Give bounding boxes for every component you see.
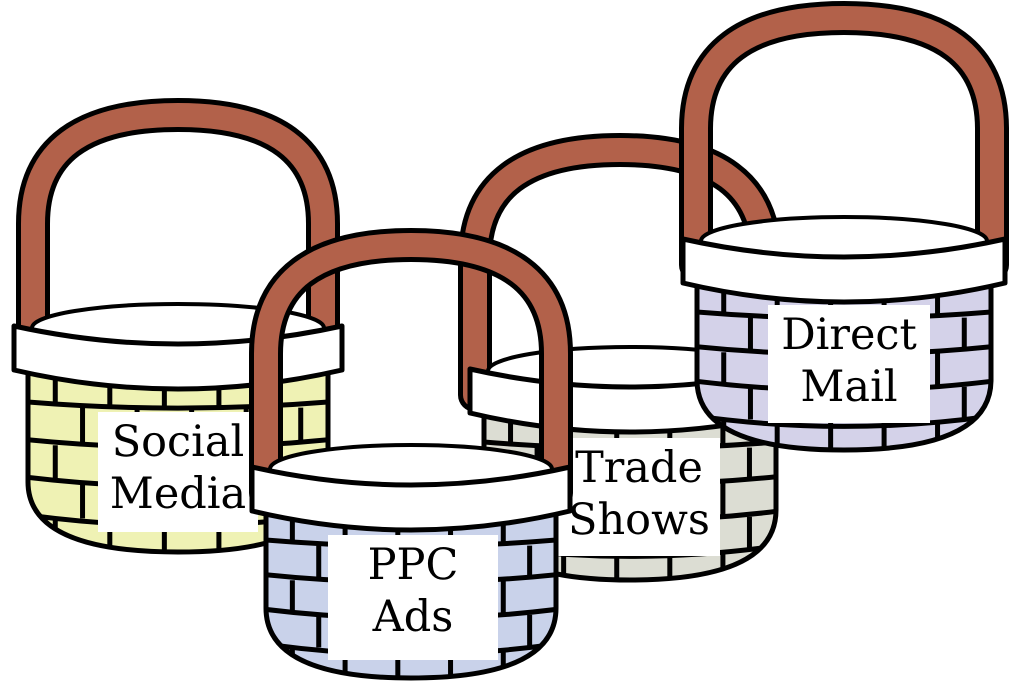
label-box	[98, 412, 258, 532]
handle	[21, 102, 335, 364]
basket-label-line: Social	[112, 417, 245, 467]
weave-band	[28, 399, 328, 411]
basket-label-line: Shows	[568, 495, 710, 545]
basket-label-line: PPC	[368, 540, 459, 590]
basket-label-line: Media	[110, 469, 246, 519]
label-box	[328, 535, 498, 660]
weave-band	[697, 412, 991, 429]
basket-label-line: Ads	[372, 592, 454, 642]
handle	[684, 5, 1004, 277]
basket-label-line: Trade	[575, 443, 703, 493]
label-box	[768, 305, 930, 423]
handle	[254, 232, 568, 505]
basket-rim	[680, 236, 1008, 305]
basket-rim	[249, 464, 573, 533]
basket-label-line: Direct	[781, 310, 917, 360]
basket-label-line: Mail	[800, 362, 897, 412]
handle	[463, 137, 777, 407]
label-box	[558, 438, 720, 556]
